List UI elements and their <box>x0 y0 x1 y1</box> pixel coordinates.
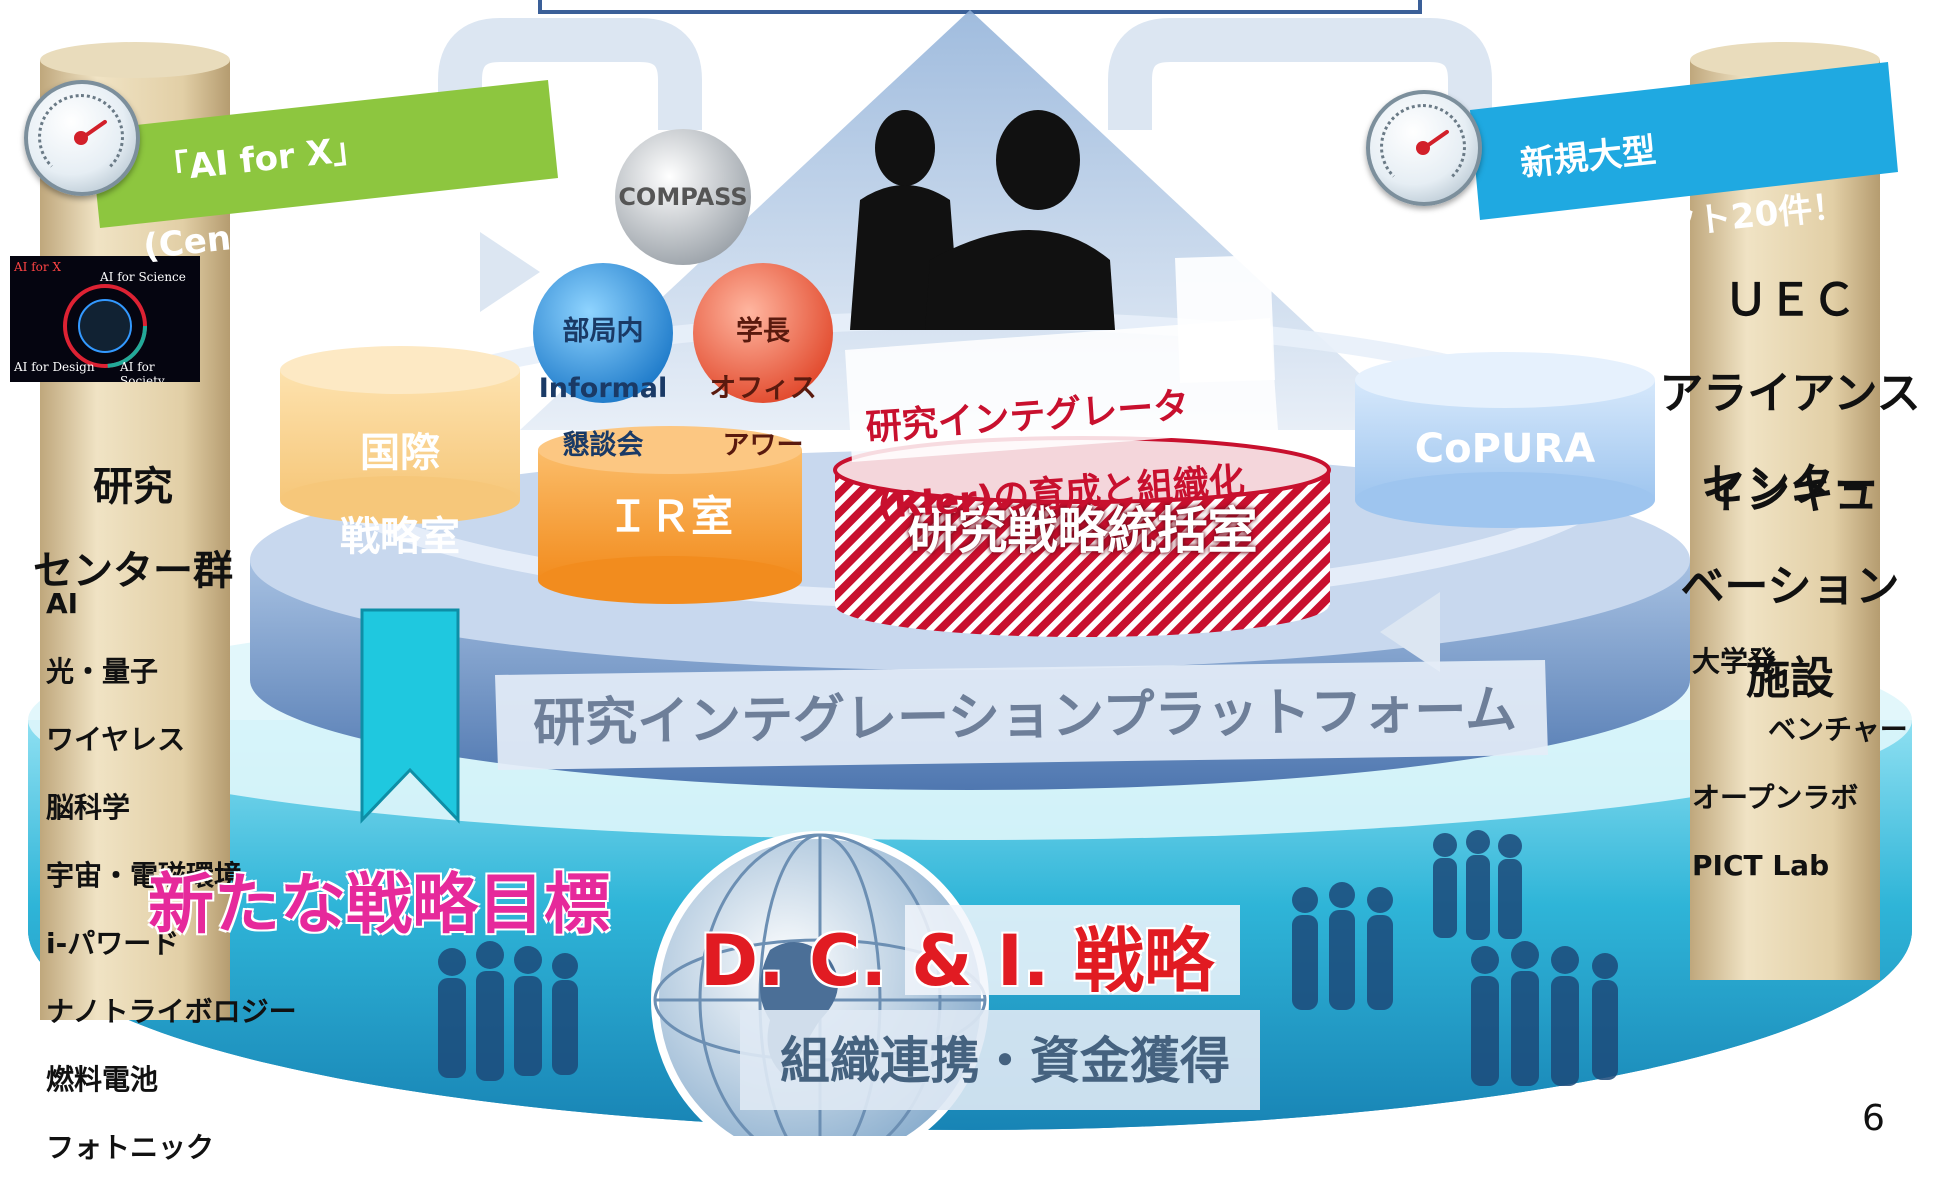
alliance-line3: センター <box>1702 459 1878 511</box>
new-projects-banner <box>1470 62 1898 220</box>
center-item: ワイヤレス <box>46 723 186 756</box>
incubation-line2: ベーション <box>1680 560 1900 612</box>
strategy-panel <box>905 905 1240 995</box>
informal-bubble <box>533 263 673 403</box>
ai-for-x-thumbnail: AI for X AI for Science AI for Design AI… <box>10 256 200 382</box>
top-left-curved-arrow <box>438 18 702 130</box>
office-hour-label: 学長 オフィス アワー <box>693 290 833 488</box>
rier-card <box>845 318 1278 462</box>
thumb-label-2: AI for Science <box>100 270 186 284</box>
international-strategy-label: 国際 戦略室 <box>300 390 500 600</box>
informal-line2: Informal <box>538 373 668 405</box>
center-item: 宇宙・電磁環境 <box>46 859 243 892</box>
ir-cylinder-top <box>538 426 802 474</box>
incubation-title: インキュ ベーション 施設 <box>1640 425 1940 748</box>
leaders-silhouette <box>850 110 1115 330</box>
office-hour-bubble <box>693 263 833 403</box>
incubation-line3: 施設 <box>1746 652 1834 704</box>
bookmark-ribbon <box>360 608 460 824</box>
left-speedometer-icon <box>24 80 140 196</box>
left-pillar-cap <box>40 42 230 78</box>
cycle-arrow-right <box>480 232 540 312</box>
research-centers-line1: 研究 <box>93 464 173 510</box>
right-speedometer-icon <box>1366 90 1482 206</box>
copura-label: CoPURA <box>1414 426 1596 472</box>
diagram-background <box>28 0 1912 1136</box>
ir-office-label: ＩＲ室 <box>606 492 733 541</box>
copura-cylinder-bottom <box>1355 472 1655 528</box>
top-right-curved-arrow <box>1108 18 1492 130</box>
collaboration-label: 組織連携・資金獲得 <box>780 1032 1230 1090</box>
top-box <box>538 0 1422 14</box>
ai-for-x-line2: (Center of Centers) <box>141 188 514 268</box>
center-item: i-パワード <box>46 927 180 960</box>
office-hour-line3: アワー <box>722 429 804 461</box>
ai-for-x-banner <box>90 80 558 228</box>
informal-line1: 部局内 <box>562 316 644 348</box>
alliance-center-title: ＵＥＣ アライアンス センター <box>1640 232 1940 555</box>
collaboration-panel <box>740 1010 1260 1110</box>
people-silhouettes-left <box>438 941 578 1081</box>
informal-label: 部局内 Informal 懇談会 <box>533 290 673 488</box>
ir-cylinder-bottom <box>538 556 802 604</box>
incubation-item: PICT Lab <box>1692 849 1830 882</box>
new-strategic-goal: 新たな戦略目標 <box>148 866 610 943</box>
thumb-label-1: AI for X <box>14 260 61 274</box>
international-line1: 国際 <box>360 430 440 476</box>
right-pillar <box>1690 60 1880 980</box>
informal-line3: 懇談会 <box>562 429 644 461</box>
ai-for-x-line1: 「AI for X」 <box>153 128 369 191</box>
international-cylinder-bottom <box>280 476 520 524</box>
center-item: ナノトライボロジー <box>46 995 297 1028</box>
platform-banner <box>495 660 1548 770</box>
alliance-line2: アライアンス <box>1659 367 1921 419</box>
new-projects-line1: 新規大型 <box>1518 130 1658 185</box>
thumb-label-3: AI for Design <box>14 360 95 374</box>
incubation-item: 大学発 <box>1692 645 1777 678</box>
dci-strategy-label: D. C. & I. 戦略 <box>700 920 1214 1002</box>
center-item: 燃料電池 <box>46 1063 159 1096</box>
copura-cylinder-top <box>1355 352 1655 408</box>
incubation-item: オープンラボ <box>1692 781 1859 814</box>
thumb-label-4: AI for Society <box>120 360 165 382</box>
center-item: 光・量子 <box>46 655 159 688</box>
research-strategy-cylinder-bottom <box>835 573 1329 637</box>
center-item: フォトニック <box>46 1131 215 1164</box>
rier-label: 研究インテグレータ (RIer)の育成と組織化 <box>862 346 1249 565</box>
rier-line2: (RIer)の育成と組織化 <box>876 461 1247 528</box>
incubation-line1: インキュ <box>1702 468 1878 520</box>
research-centers-title: 研究 センター群 <box>8 424 258 634</box>
center-item: 脳科学 <box>46 791 131 824</box>
international-cylinder-top <box>280 346 520 394</box>
rier-line1: 研究インテグレータ <box>864 385 1191 449</box>
platform-label: 研究インテグレーションプラットフォーム <box>532 680 1518 754</box>
cycle-arrow-left <box>1380 592 1440 672</box>
compass-bubble <box>615 129 751 265</box>
people-silhouettes-right <box>1292 830 1618 1086</box>
office-hour-line1: 学長 <box>736 316 790 348</box>
incubation-list: 大学発 ベンチャー オープンラボ PICT Lab <box>1692 611 1908 917</box>
research-centers-line2: センター群 <box>33 548 233 594</box>
compass-label: COMPASS <box>618 183 748 211</box>
center-item: AI <box>46 587 79 620</box>
international-line2: 戦略室 <box>340 514 460 560</box>
office-hour-line2: オフィス <box>709 373 817 405</box>
ai-for-x-label: 「AI for X」 (Center of Centers) <box>141 81 517 299</box>
incubation-item: ベンチャー <box>1768 713 1908 746</box>
page-number: 6 <box>1862 1098 1885 1139</box>
alliance-line1: ＵＥＣ <box>1724 275 1856 327</box>
research-strategy-label: 研究戦略統括室 <box>907 502 1258 560</box>
